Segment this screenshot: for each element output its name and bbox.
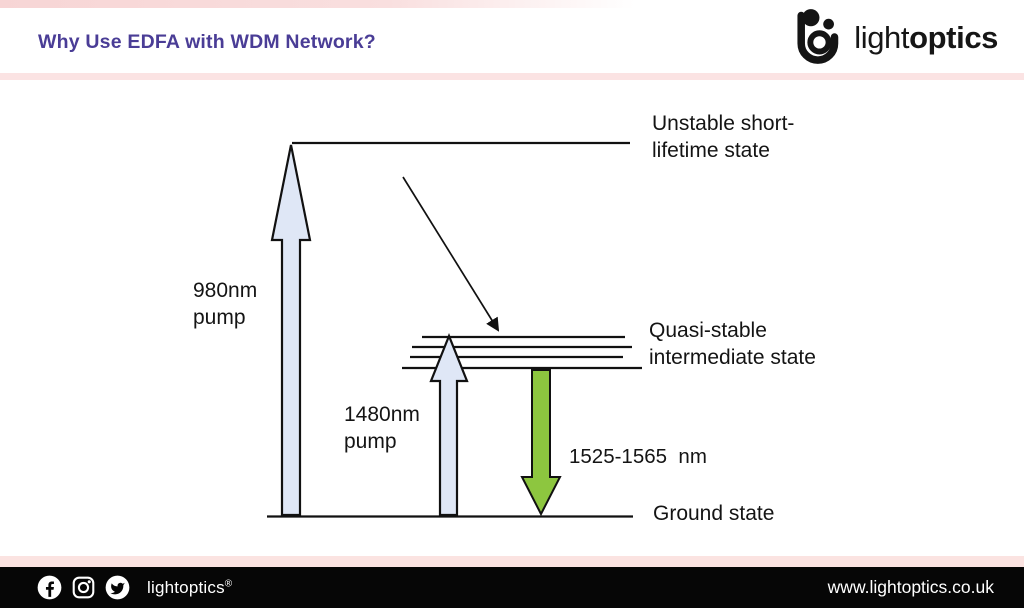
footer: lightoptics® www.lightoptics.co.uk (0, 567, 1024, 608)
facebook-icon[interactable] (37, 575, 62, 600)
pump-980-arrow (270, 144, 312, 517)
logo-text-bold: optics (909, 19, 998, 55)
footer-accent-strip (0, 556, 1024, 567)
lightoptics-logo: lightoptics (789, 6, 998, 68)
ground-state-label: Ground state (653, 502, 775, 525)
logo-text: lightoptics (854, 22, 998, 53)
unstable-state-label: Unstable short- lifetime state (652, 112, 795, 162)
emission-wavelength-label: 1525-1565 nm (569, 445, 707, 468)
footer-brand-text: lightoptics (147, 577, 225, 597)
top-accent-strip (0, 0, 1024, 8)
twitter-icon[interactable] (105, 575, 130, 600)
pump-1480-arrow (429, 333, 469, 517)
page-title: Why Use EDFA with WDM Network? (38, 31, 376, 53)
quasi-stable-state-label: Quasi-stable intermediate state (649, 319, 816, 369)
pump-1480-label: 1480nm pump (344, 403, 420, 453)
instagram-icon[interactable] (71, 575, 96, 600)
lightoptics-logo-icon (797, 9, 839, 64)
decay-arrow (402, 176, 500, 332)
pump-980-label: 980nm pump (193, 279, 258, 329)
header-divider (0, 73, 1024, 80)
registered-mark: ® (224, 577, 233, 589)
footer-website-link[interactable]: www.lightoptics.co.uk (827, 577, 994, 597)
emission-arrow (520, 369, 562, 517)
footer-brand: lightoptics® (147, 578, 232, 598)
logo-text-light: light (854, 19, 910, 55)
